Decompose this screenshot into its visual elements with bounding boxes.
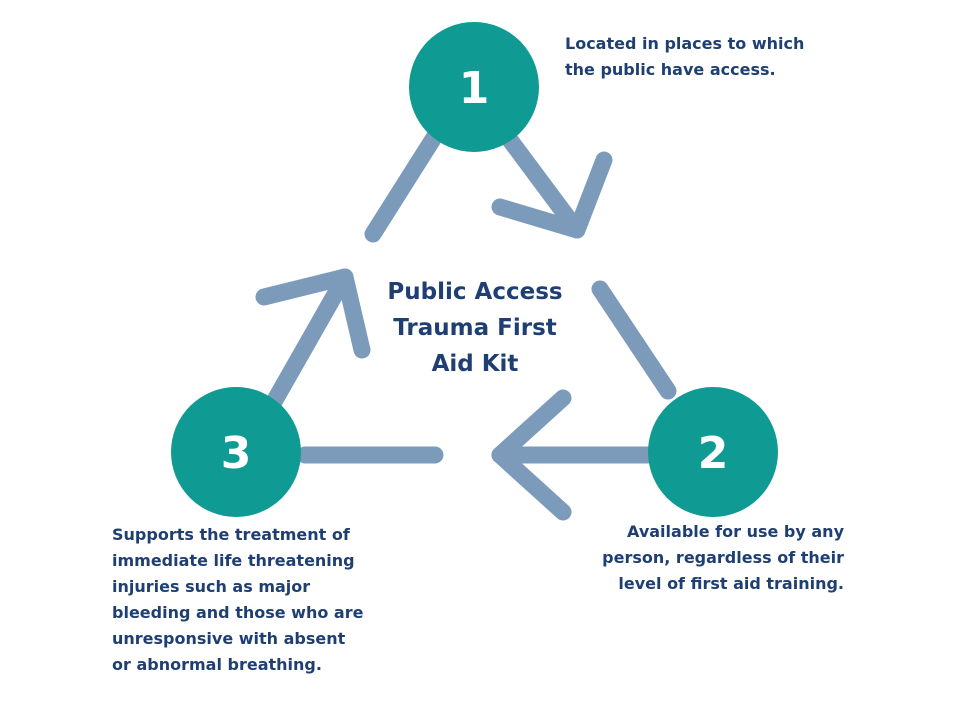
center-title-line: Public Access (387, 279, 563, 305)
step-3-number: 3 (221, 428, 252, 479)
arrow-3-to-1 (255, 268, 371, 409)
step-1-circle (409, 22, 539, 152)
step-1-description: Located in places to which the public ha… (565, 31, 855, 83)
step-3-description-line: Supports the treatment of (112, 525, 350, 544)
step-3-node: 3 (171, 387, 301, 517)
center-title-line: Aid Kit (431, 351, 519, 377)
connector-right-side (591, 280, 677, 400)
step-1-number: 1 (459, 63, 490, 114)
step-2-description-line: person, regardless of their (602, 548, 844, 567)
step-2-number: 2 (698, 428, 729, 479)
arrow-1-to-2 (491, 131, 613, 239)
center-title-line: Trauma First (393, 315, 557, 341)
arrow-3-to-1-head (255, 268, 371, 359)
step-2-description-line: level of first aid training. (618, 574, 844, 593)
connector-left-side (364, 127, 444, 243)
arrow-1-to-2-head (491, 151, 613, 239)
step-3-description-line: unresponsive with absent (112, 629, 346, 648)
arrow-3-to-1-shaft (266, 268, 354, 409)
arrow-2-to-3-head (491, 389, 572, 521)
step-2-node: 2 (648, 387, 778, 517)
step-2-description: Available for use by any person, regardl… (560, 519, 844, 597)
step-3-description-line: immediate life threatening (112, 551, 355, 570)
step-3-circle (171, 387, 301, 517)
step-3-description-line: or abnormal breathing. (112, 655, 322, 674)
center-title: Public Access Trauma First Aid Kit (355, 274, 595, 382)
step-1-description-line: Located in places to which (565, 34, 805, 53)
arrow-2-to-3 (491, 389, 657, 521)
step-3-description: Supports the treatment of immediate life… (112, 522, 432, 678)
step-1-node: 1 (409, 22, 539, 152)
step-3-description-line: injuries such as major (112, 577, 311, 596)
arrow-1-to-2-shaft (501, 131, 586, 239)
step-2-circle (648, 387, 778, 517)
step-3-description-line: bleeding and those who are (112, 603, 364, 622)
step-1-description-line: the public have access. (565, 60, 776, 79)
step-2-description-line: Available for use by any (627, 522, 844, 541)
